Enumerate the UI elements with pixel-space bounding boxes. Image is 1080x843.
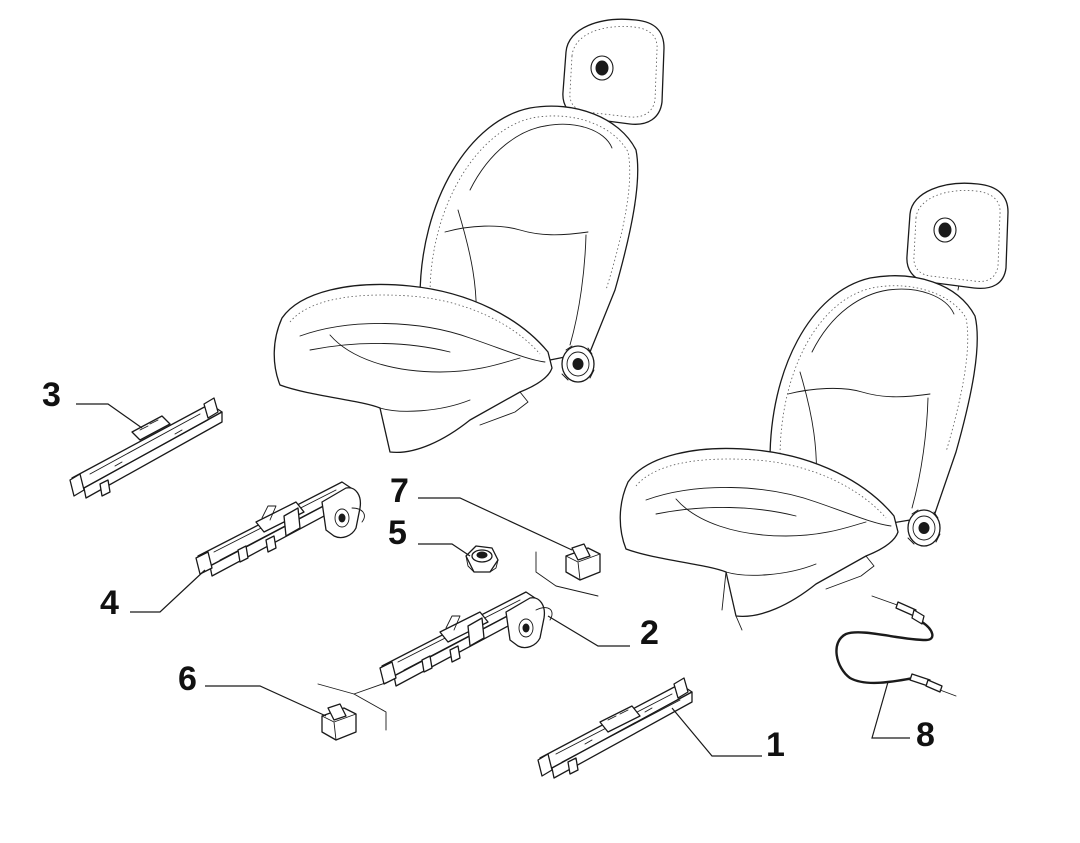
callout-2: 2 [640, 614, 659, 652]
clip-icon-part-6 [321, 703, 357, 741]
seat-left [273, 18, 665, 454]
guide-lines [317, 551, 599, 731]
cable-icon-part-8 [835, 595, 957, 697]
seat-rail-part-2 [379, 591, 553, 687]
clip-icon-part-7 [565, 543, 601, 581]
headrest-logo-icon [933, 217, 957, 243]
seat-rail-part-4 [195, 481, 365, 577]
leader-lines [76, 403, 910, 757]
seat-rail-part-3 [69, 397, 223, 499]
headrest-logo-icon [590, 55, 614, 81]
hex-nut-icon [465, 545, 499, 573]
callout-7: 7 [390, 472, 409, 510]
callout-6: 6 [178, 660, 197, 698]
callout-8: 8 [916, 716, 935, 754]
recliner-knob-icon [561, 345, 595, 383]
seat-right [619, 182, 1009, 631]
seat-rail-part-1 [537, 677, 693, 779]
callout-1: 1 [766, 726, 785, 764]
recliner-knob-icon [907, 509, 941, 547]
headrest-right [906, 182, 1009, 291]
callout-5: 5 [388, 514, 407, 552]
callout-3: 3 [42, 376, 61, 414]
callout-4: 4 [100, 584, 119, 622]
callouts: 1 2 3 4 5 6 7 8 [42, 376, 935, 764]
